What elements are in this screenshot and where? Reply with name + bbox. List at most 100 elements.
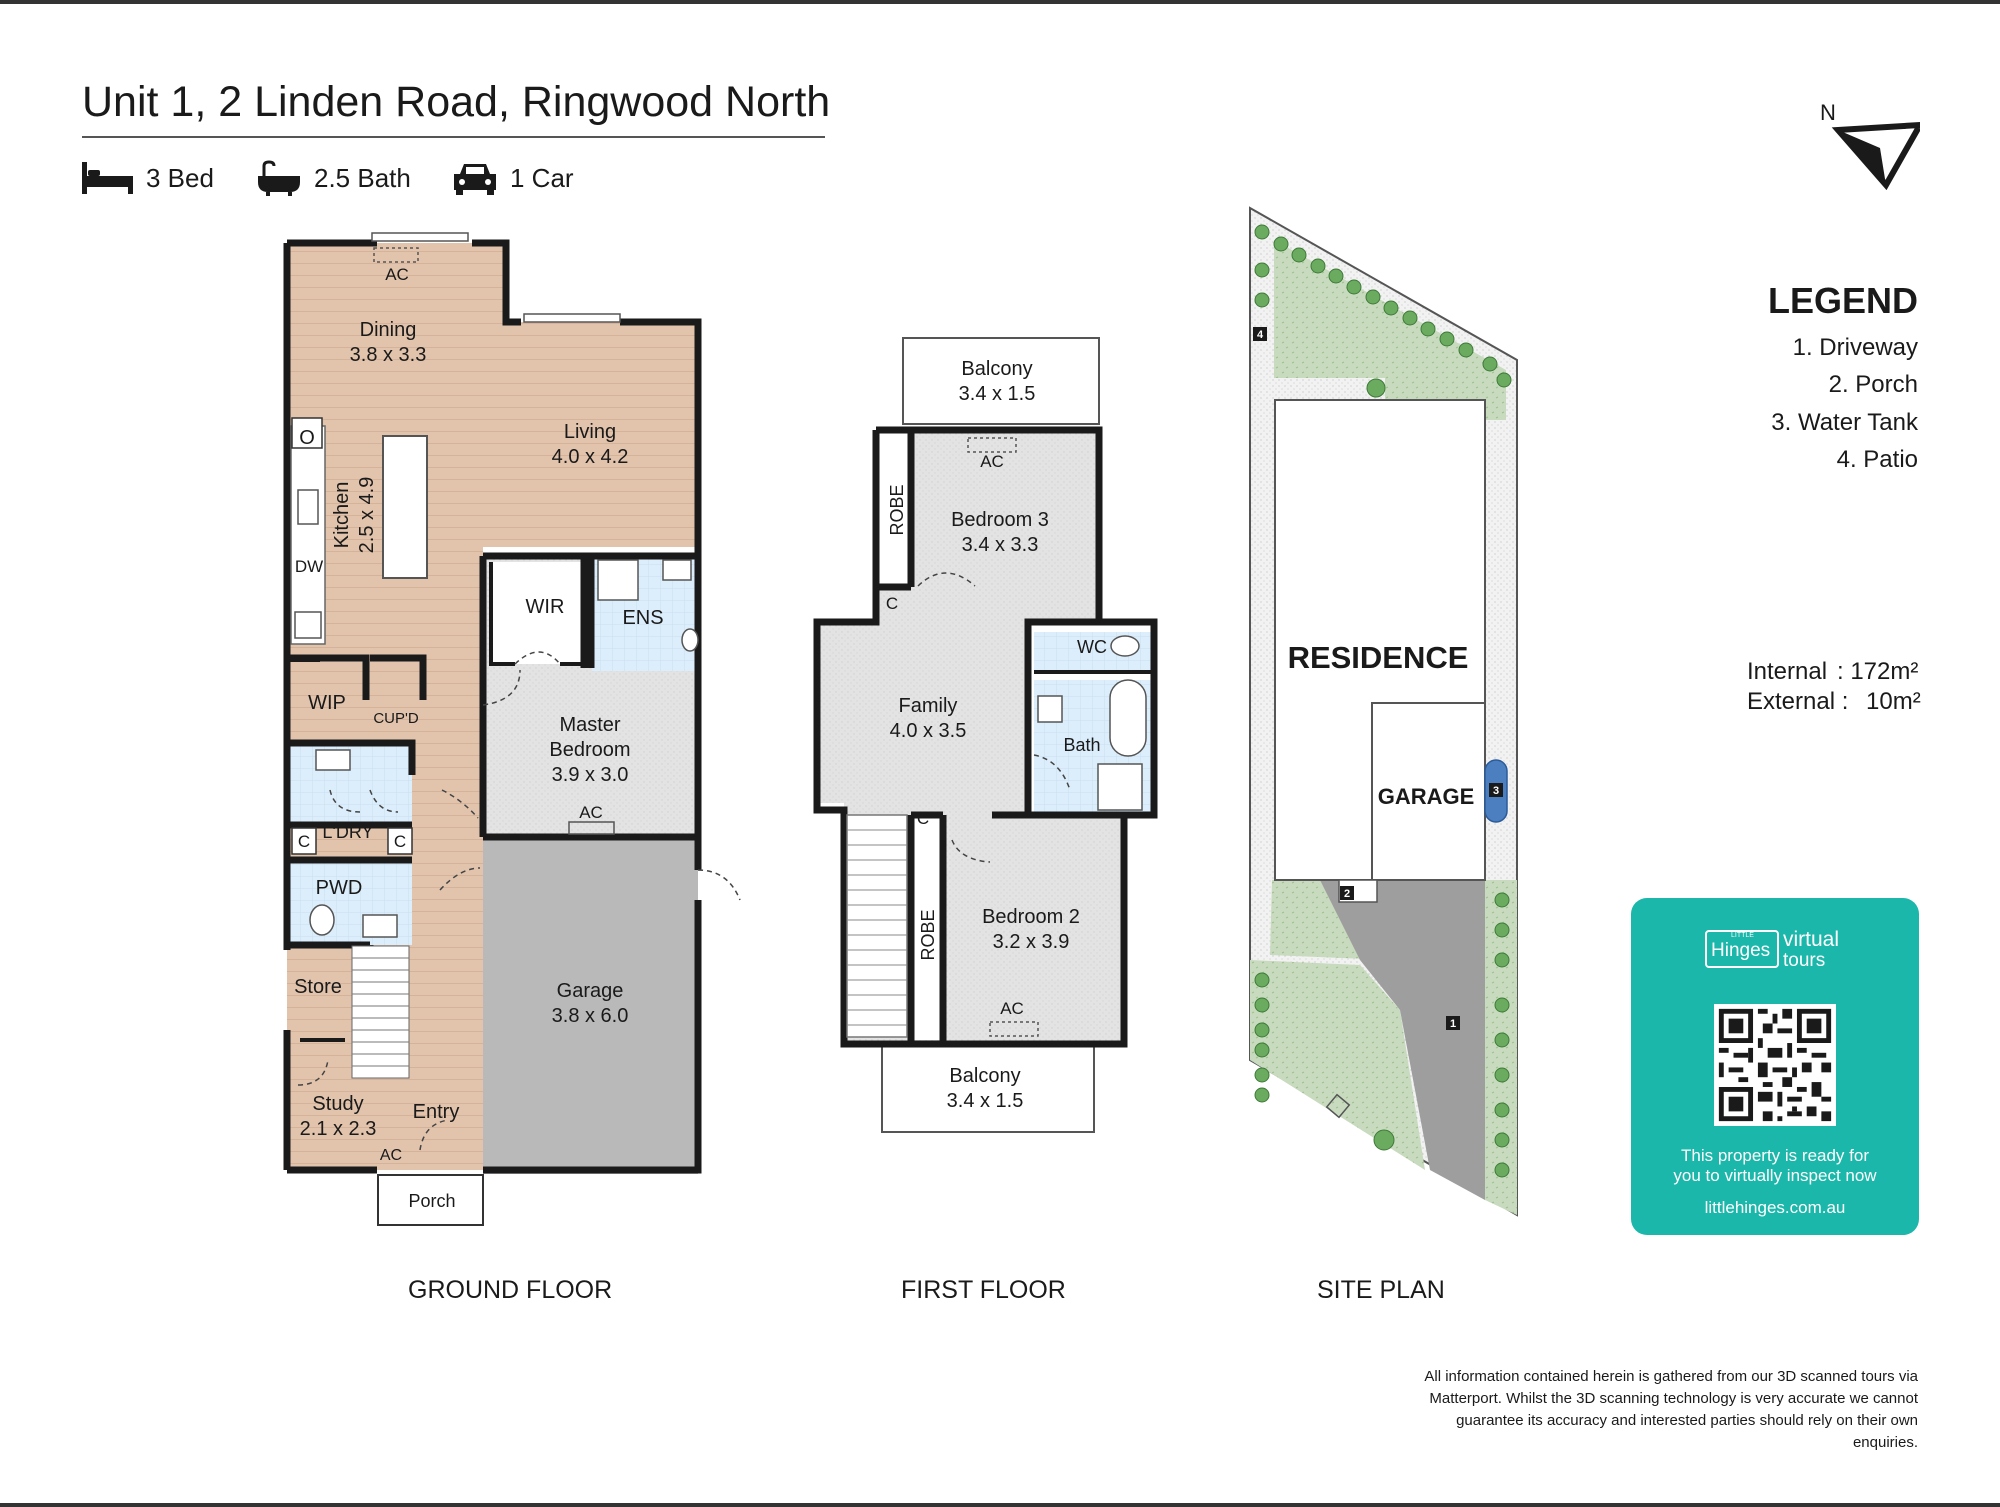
gf-wip-label: WIP <box>308 692 346 714</box>
page-title: Unit 1, 2 Linden Road, Ringwood North <box>82 78 831 126</box>
kitchen-island <box>382 435 428 579</box>
disclaimer-text: All information contained herein is gath… <box>1424 1368 1918 1451</box>
gf-pwd-label: PWD <box>316 877 363 899</box>
gf-dining-label: Dining <box>360 319 417 341</box>
ff-balcony-top-label: Balcony <box>961 358 1032 380</box>
first-floor-label: FIRST FLOOR <box>901 1276 1066 1304</box>
ff-bath-label: Bath <box>1063 735 1100 755</box>
ff-robe-bottom: ROBE <box>918 909 938 960</box>
ff-c-top: C <box>886 594 898 613</box>
gf-c-ldry-left: C <box>298 832 310 851</box>
ff-family-label: Family <box>899 695 958 717</box>
virtual-tour-card[interactable]: LITTLE Hinges virtual tours This pro <box>1631 898 1919 1235</box>
gf-wir-label: WIR <box>526 596 565 618</box>
gf-porch-label: Porch <box>408 1191 455 1211</box>
ff-family-size: 4.0 x 3.5 <box>890 720 967 742</box>
ff-bed3-size: 3.4 x 3.3 <box>962 534 1039 556</box>
qr-code-icon[interactable] <box>1714 1004 1836 1126</box>
ff-balcony-top-size: 3.4 x 1.5 <box>959 383 1036 405</box>
gf-store-label: Store <box>294 976 342 998</box>
gf-entry-label: Entry <box>413 1101 460 1123</box>
ground-floor-label: GROUND FLOOR <box>408 1276 613 1304</box>
ff-bed3-label: Bedroom 3 <box>951 509 1049 531</box>
site-marker-1: 1 <box>1450 1018 1456 1030</box>
gf-garage-label: Garage <box>557 980 624 1002</box>
ff-bed2-size: 3.2 x 3.9 <box>993 931 1070 953</box>
internal-area-value: : 172m² <box>1837 658 1919 685</box>
feature-bath: 2.5 Bath <box>256 160 411 196</box>
ff-balcony-bottom-label: Balcony <box>949 1065 1020 1087</box>
garage-footprint <box>1371 702 1486 881</box>
ff-ac-bed3: AC <box>980 452 1004 471</box>
feature-car: 1 Car <box>452 160 574 196</box>
gf-garage-size: 3.8 x 6.0 <box>552 1005 629 1027</box>
site-marker-4: 4 <box>1257 329 1264 341</box>
gf-kitchen-size: 2.5 x 4.9 <box>356 477 378 554</box>
bottom-border <box>0 1503 2000 1507</box>
gf-ac-master: AC <box>579 803 603 822</box>
site-garage-label: GARAGE <box>1378 784 1475 809</box>
ff-robe-top: ROBE <box>887 484 907 535</box>
bed-icon <box>82 162 133 194</box>
bed-count: 3 Bed <box>146 162 214 193</box>
gf-master-label: Master <box>559 714 620 736</box>
gf-ldry-label: L'DRY <box>322 822 373 842</box>
legend-item-patio: 4. Patio <box>1836 446 1918 473</box>
title-underline <box>82 136 825 138</box>
porch <box>377 1174 484 1226</box>
gf-cupd-label: CUP'D <box>373 710 419 727</box>
speech-bubble-icon <box>1705 930 1779 968</box>
ground-floor-plan <box>283 232 741 1226</box>
gf-study-label: Study <box>312 1093 363 1115</box>
brand-tours: tours <box>1783 950 1826 971</box>
car-count: 1 Car <box>510 162 574 193</box>
top-border <box>0 0 2000 4</box>
legend-item-porch: 2. Porch <box>1828 371 1918 398</box>
gf-dining-size: 3.8 x 3.3 <box>350 344 427 366</box>
ff-ac-bed2: AC <box>1000 999 1024 1018</box>
site-marker-2: 2 <box>1344 888 1350 900</box>
gf-ens-label: ENS <box>622 607 663 629</box>
legend-title: LEGEND <box>1767 280 1918 321</box>
gf-oven-label: O <box>299 427 315 449</box>
car-icon <box>454 164 496 195</box>
gf-master-size: 3.9 x 3.0 <box>552 764 629 786</box>
gf-living-label: Living <box>564 421 616 443</box>
gf-c-ldry-right: C <box>394 832 406 851</box>
north-label: N <box>1820 100 1836 125</box>
bath-count: 2.5 Bath <box>314 162 411 193</box>
gf-master-label-2: Bedroom <box>549 739 630 761</box>
ff-c-bottom: C <box>917 809 929 828</box>
gf-kitchen-label: Kitchen <box>331 482 353 549</box>
site-plan-drawing: 1 2 3 4 RESIDENCE GARAGE <box>1249 206 1518 1217</box>
internal-area-label: Internal <box>1747 658 1828 685</box>
ff-balcony-bottom-size: 3.4 x 1.5 <box>947 1090 1024 1112</box>
virtual-tour-url[interactable]: littlehinges.com.au <box>1704 1198 1846 1217</box>
virtual-tour-message: This property is ready for you to virtua… <box>1631 1146 1919 1186</box>
site-residence-label: RESIDENCE <box>1288 640 1469 675</box>
bathtub-icon <box>258 160 300 196</box>
gf-dw-label: DW <box>295 557 323 576</box>
north-arrow-icon <box>1831 121 1920 190</box>
gf-living-size: 4.0 x 4.2 <box>552 446 629 468</box>
ff-wc-label: WC <box>1077 637 1107 657</box>
virtual-tour-line-1: This property is ready for <box>1680 1146 1869 1165</box>
site-plan-label: SITE PLAN <box>1317 1276 1445 1304</box>
external-area-value: 10m² <box>1866 688 1921 715</box>
gf-ac-study: AC <box>380 1147 402 1164</box>
driveway <box>1320 880 1485 1200</box>
virtual-tour-line-2: you to virtually inspect now <box>1673 1166 1877 1185</box>
first-floor-plan <box>813 337 1158 1133</box>
feature-bed: 3 Bed <box>82 160 214 196</box>
brand-name: Hinges <box>1711 940 1771 961</box>
brand-virtual: virtual <box>1783 928 1840 951</box>
north-compass: N <box>1820 100 1920 190</box>
brand-logo: LITTLE Hinges virtual tours <box>1705 928 1850 976</box>
legend-item-water-tank: 3. Water Tank <box>1771 409 1918 436</box>
legend-item-driveway: 1. Driveway <box>1792 334 1918 361</box>
external-area-label: External : <box>1747 688 1849 715</box>
gf-study-size: 2.1 x 2.3 <box>300 1118 377 1140</box>
site-marker-3: 3 <box>1493 785 1499 797</box>
gf-ac-dining: AC <box>385 265 409 284</box>
